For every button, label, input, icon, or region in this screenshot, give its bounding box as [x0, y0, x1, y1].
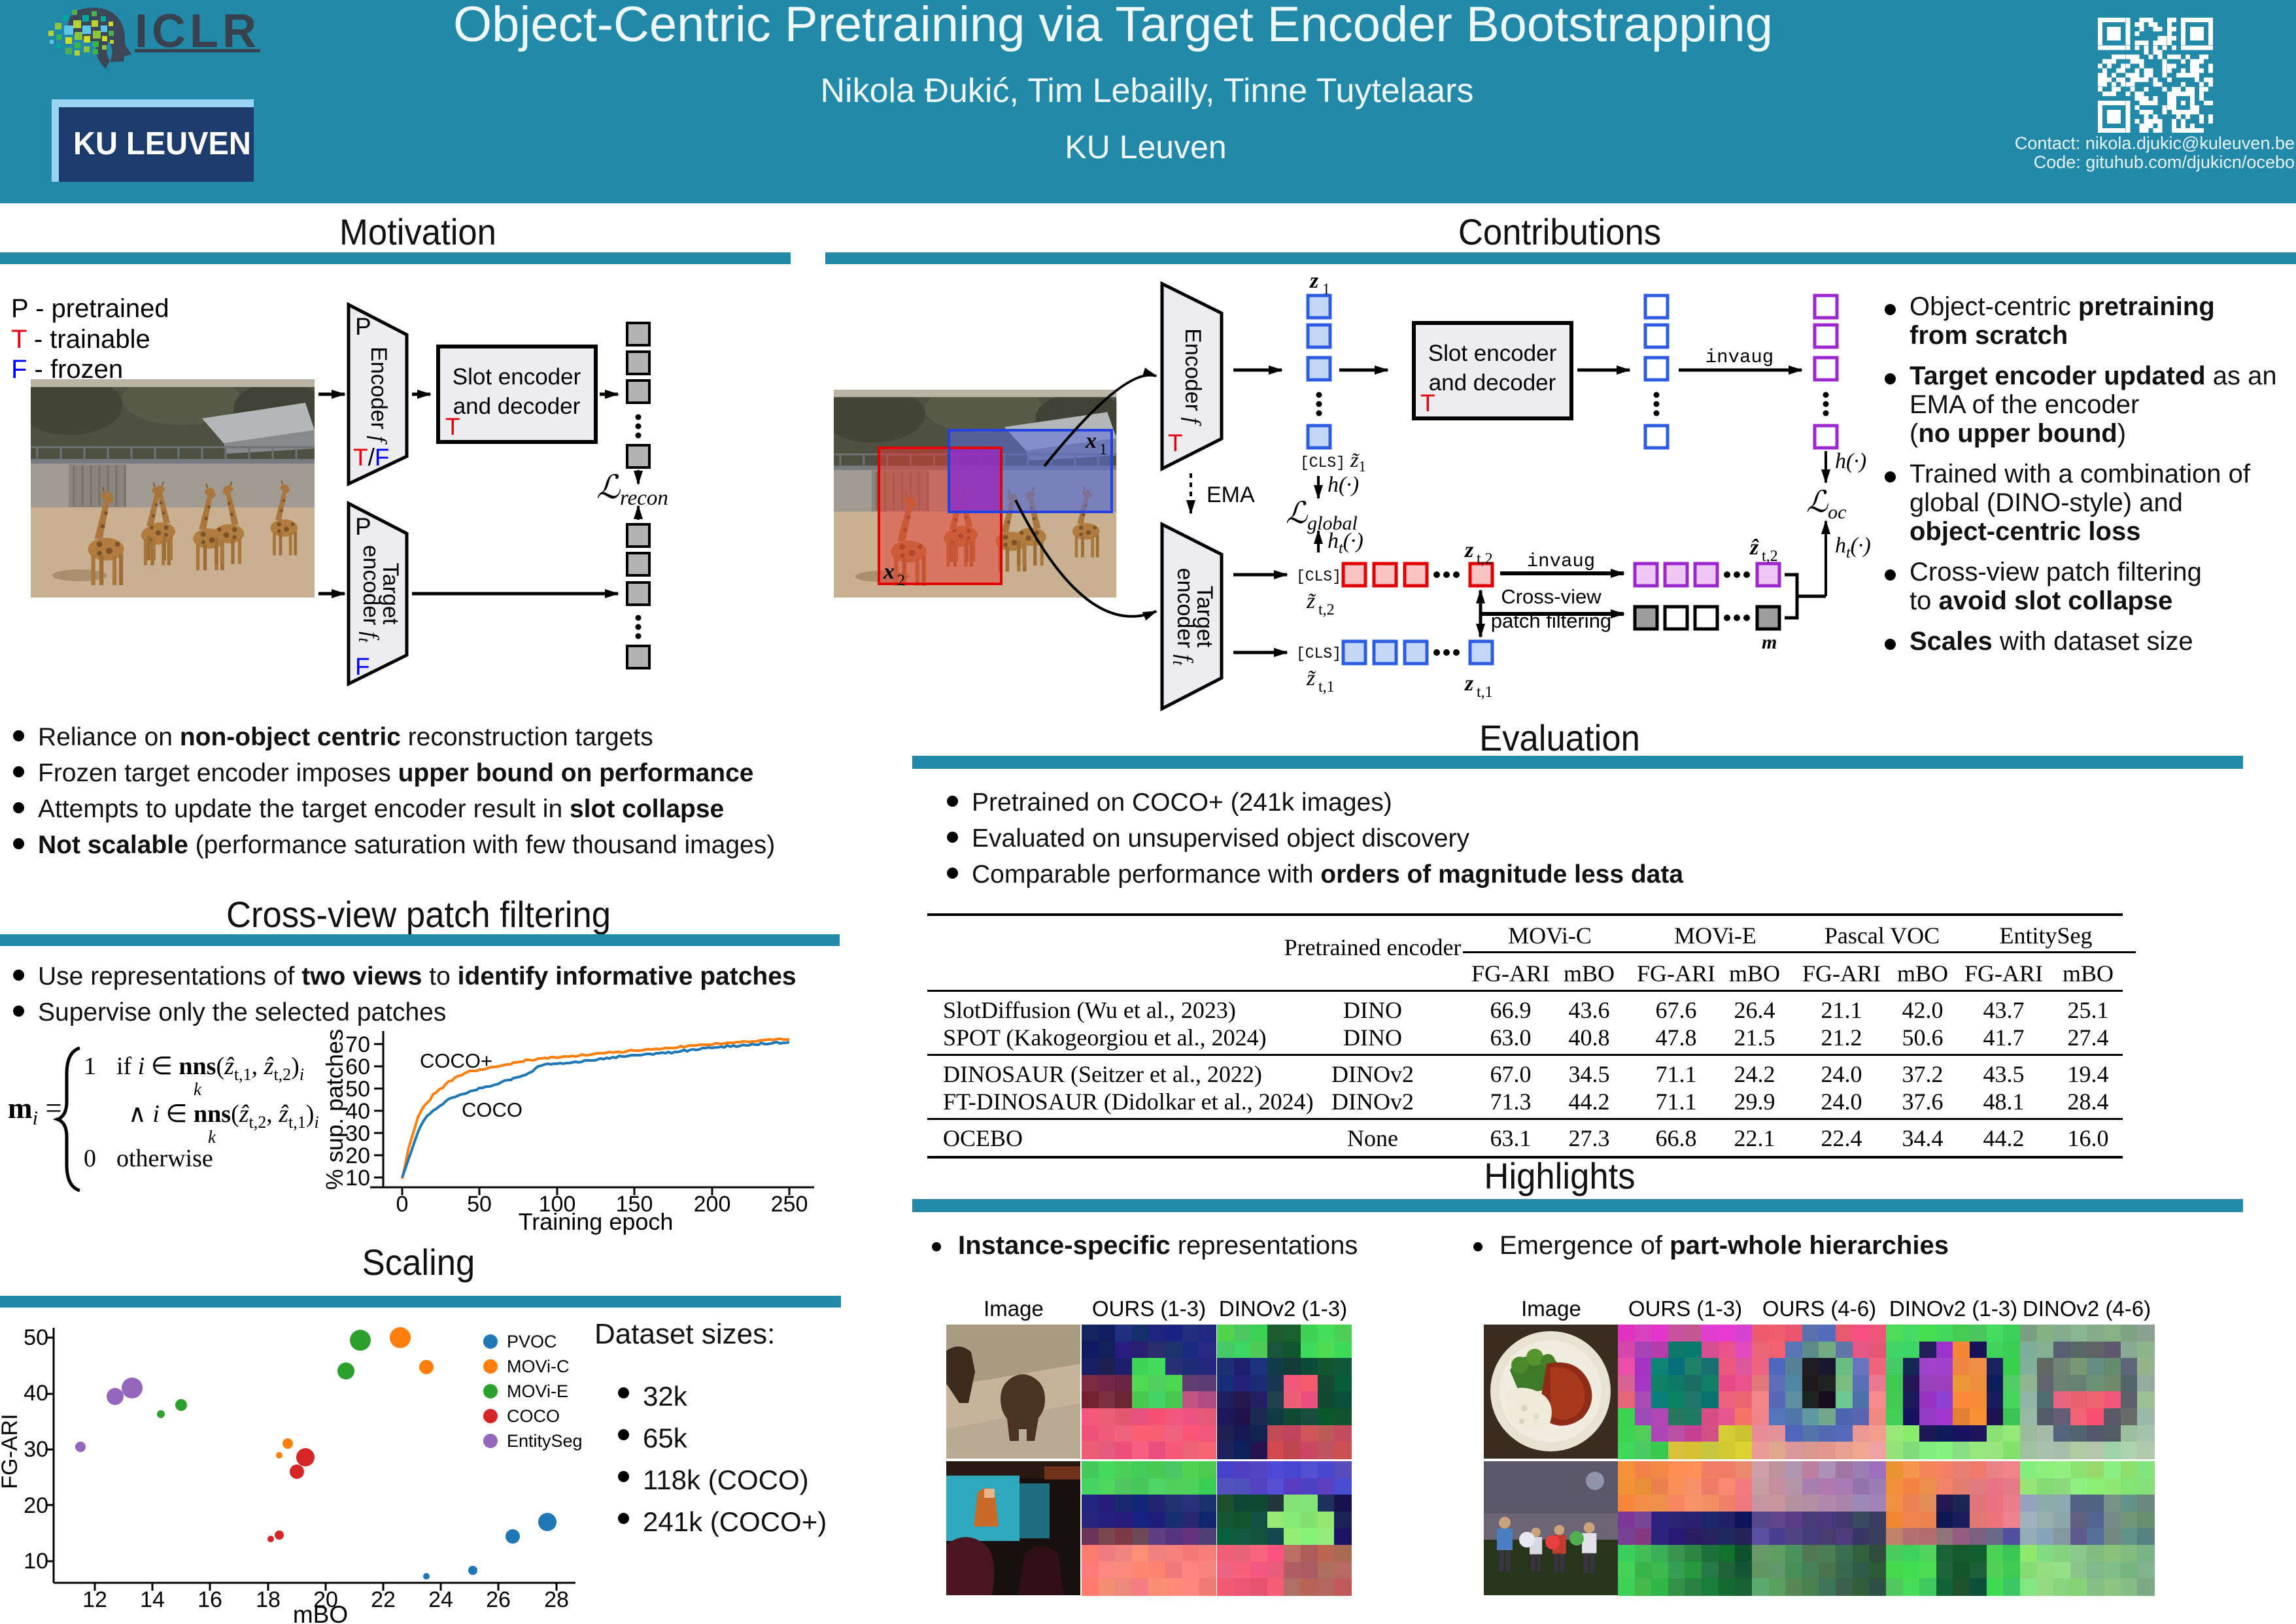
svg-text:10: 10 — [345, 1166, 370, 1191]
svg-text:MOVi-C: MOVi-C — [507, 1357, 570, 1376]
svg-text:ht(·): ht(·) — [1328, 529, 1363, 557]
svg-text:ℒoc: ℒoc — [1806, 485, 1846, 523]
svg-text:MOVi-E: MOVi-E — [507, 1381, 568, 1401]
svg-text:Encoder f: Encoder f — [1180, 328, 1205, 426]
svg-text:encoder ft: encoder ft — [1169, 568, 1197, 666]
svg-text:t,2: t,2 — [1762, 548, 1778, 565]
svg-text:30: 30 — [345, 1121, 370, 1146]
svg-text:[CLS]: [CLS] — [1296, 645, 1341, 662]
svg-text:P - pretrained: P - pretrained — [11, 294, 169, 323]
svg-text:50: 50 — [467, 1192, 492, 1217]
svg-text:2: 2 — [897, 572, 905, 589]
svg-text:mi =: mi = — [8, 1092, 62, 1129]
svg-text:FG-ARI: FG-ARI — [0, 1413, 22, 1489]
svg-text:0: 0 — [84, 1145, 96, 1172]
svg-text:% sup. patches: % sup. patches — [321, 1029, 348, 1190]
svg-text:x: x — [883, 560, 895, 584]
svg-text:16: 16 — [197, 1587, 222, 1612]
svg-text:F: F — [355, 653, 370, 680]
svg-text:mBO: mBO — [293, 1601, 348, 1624]
svg-text:h(·): h(·) — [1328, 473, 1359, 497]
svg-text:∧ i ∈ nns(ẑt,2, ẑt,1)i: ∧ i ∈ nns(ẑt,2, ẑt,1)i — [128, 1100, 319, 1132]
svg-text:50: 50 — [24, 1325, 48, 1350]
svg-text:patch filtering: patch filtering — [1491, 609, 1611, 632]
svg-text:ICLR: ICLR — [135, 6, 260, 58]
svg-text:and decoder: and decoder — [1429, 370, 1556, 396]
svg-text:200: 200 — [694, 1192, 731, 1217]
svg-text:Slot encoder: Slot encoder — [453, 364, 581, 390]
svg-text:invaug: invaug — [1705, 347, 1773, 368]
svg-text:26: 26 — [486, 1587, 511, 1612]
svg-text:Target: Target — [378, 563, 403, 625]
svg-text:[CLS]: [CLS] — [1296, 568, 1341, 585]
svg-text:T: T — [1420, 390, 1435, 416]
svg-text:[CLS] z̃1: [CLS] z̃1 — [1300, 448, 1366, 475]
svg-text:ẑ: ẑ — [1749, 535, 1759, 560]
svg-text:Target: Target — [1192, 586, 1217, 648]
svg-text:40: 40 — [345, 1099, 370, 1124]
svg-text:20: 20 — [345, 1143, 370, 1168]
svg-text:Encoder f: Encoder f — [366, 347, 391, 445]
svg-text:m: m — [1762, 632, 1777, 653]
svg-text:z̃: z̃ — [1306, 666, 1316, 690]
svg-text:T/F: T/F — [353, 444, 390, 471]
svg-text:invaug: invaug — [1527, 550, 1595, 572]
svg-text:t,2: t,2 — [1477, 550, 1493, 567]
svg-text:if i ∈ nns(ẑt,1, ẑt,2)i: if i ∈ nns(ẑt,1, ẑt,2)i — [116, 1053, 304, 1084]
svg-text:encoder ft: encoder ft — [355, 545, 383, 643]
svg-text:150: 150 — [616, 1192, 653, 1217]
svg-text:18: 18 — [256, 1587, 281, 1612]
svg-text:40: 40 — [24, 1381, 48, 1406]
svg-text:Slot encoder: Slot encoder — [1428, 341, 1557, 366]
svg-text:COCO: COCO — [462, 1098, 523, 1121]
svg-text:t,2: t,2 — [1318, 601, 1335, 618]
svg-text:24: 24 — [428, 1587, 453, 1612]
svg-text:1: 1 — [1099, 441, 1107, 458]
svg-text:z: z — [1464, 671, 1474, 696]
svg-text:T: T — [445, 413, 460, 440]
svg-text:T: T — [1168, 430, 1183, 456]
svg-text:20: 20 — [313, 1587, 338, 1612]
svg-text:250: 250 — [771, 1192, 808, 1217]
svg-text:z: z — [1464, 538, 1474, 562]
svg-text:30: 30 — [24, 1437, 48, 1462]
svg-text:x: x — [1085, 429, 1097, 453]
svg-text:22: 22 — [371, 1587, 396, 1612]
svg-text:0: 0 — [396, 1192, 409, 1217]
svg-text:Training epoch: Training epoch — [519, 1208, 674, 1235]
svg-text:ℒrecon: ℒrecon — [596, 469, 668, 510]
svg-text:T - trainable: T - trainable — [11, 325, 150, 354]
svg-text:F - frozen: F - frozen — [11, 355, 123, 384]
svg-text:COCO: COCO — [507, 1406, 560, 1426]
svg-text:t,1: t,1 — [1477, 684, 1493, 701]
svg-text:P: P — [355, 513, 371, 540]
svg-text:28: 28 — [544, 1587, 569, 1612]
svg-text:12: 12 — [82, 1587, 107, 1612]
svg-text:EMA: EMA — [1207, 482, 1255, 507]
svg-text:60: 60 — [345, 1055, 370, 1079]
svg-text:z̃: z̃ — [1306, 589, 1316, 613]
svg-text:P: P — [355, 313, 371, 340]
svg-text:PVOC: PVOC — [507, 1332, 557, 1351]
svg-text:z: z — [1309, 269, 1319, 293]
svg-text:100: 100 — [539, 1192, 576, 1217]
svg-text:k: k — [208, 1127, 216, 1147]
svg-text:and decoder: and decoder — [453, 394, 581, 419]
svg-text:70: 70 — [345, 1032, 370, 1057]
svg-text:h(·): h(·) — [1835, 449, 1866, 473]
svg-text:10: 10 — [24, 1549, 48, 1574]
svg-text:ht(·): ht(·) — [1835, 533, 1871, 562]
svg-text:1: 1 — [84, 1053, 96, 1080]
svg-text:20: 20 — [24, 1493, 48, 1518]
svg-text:14: 14 — [140, 1587, 165, 1612]
svg-text:Cross-view: Cross-view — [1501, 585, 1602, 608]
svg-text:50: 50 — [345, 1077, 370, 1102]
svg-text:t,1: t,1 — [1318, 679, 1335, 696]
svg-text:otherwise: otherwise — [116, 1145, 213, 1172]
svg-text:EntitySeg: EntitySeg — [507, 1431, 583, 1451]
svg-text:k: k — [194, 1079, 202, 1099]
